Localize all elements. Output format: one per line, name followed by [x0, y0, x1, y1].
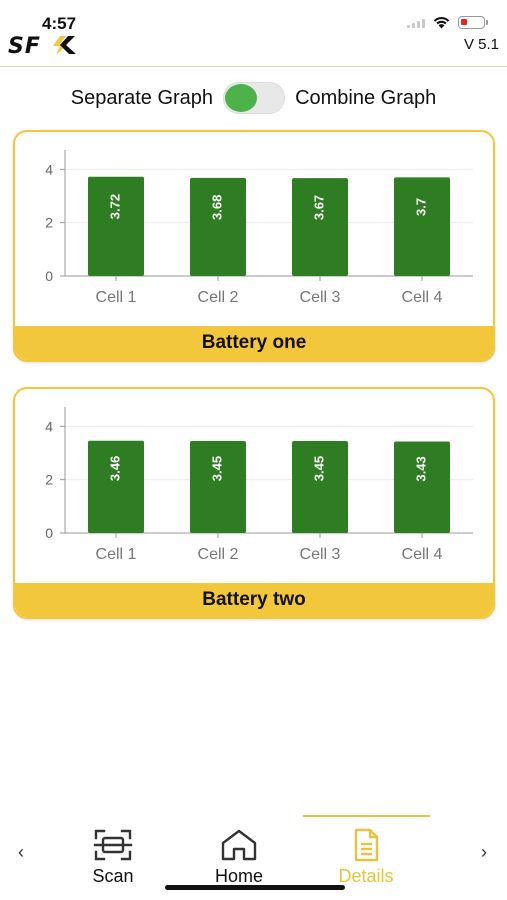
nav-details[interactable]: Details: [316, 828, 416, 887]
document-icon: [354, 828, 379, 862]
app-version: V 5.1: [463, 36, 499, 53]
nav-next-arrow[interactable]: ›: [481, 842, 487, 862]
battery-two-title: Battery two: [15, 583, 493, 617]
bar-value-label: 3.46: [107, 456, 122, 481]
x-category-label: Cell 1: [96, 289, 137, 306]
scan-icon: [93, 829, 133, 861]
bar-value-label: 3.45: [209, 456, 224, 481]
bar-cell-2[interactable]: [190, 441, 246, 533]
combine-graph-label[interactable]: Combine Graph: [295, 86, 437, 109]
x-category-label: Cell 4: [402, 546, 443, 563]
status-bar: 4:57: [0, 0, 507, 33]
nav-details-label: Details: [338, 866, 394, 886]
x-category-label: Cell 2: [198, 546, 239, 563]
x-category-label: Cell 4: [402, 289, 443, 306]
bar-cell-1[interactable]: [88, 176, 144, 276]
y-tick-label: 2: [45, 472, 53, 488]
nav-home-label: Home: [214, 866, 263, 886]
nav-scan[interactable]: Scan: [63, 828, 163, 887]
bar-cell-1[interactable]: [88, 440, 144, 533]
bar-value-label: 3.72: [107, 194, 122, 219]
bar-cell-3[interactable]: [292, 178, 348, 276]
wifi-icon: [433, 17, 450, 29]
graph-mode-toggle-row: Separate Graph Combine Graph: [0, 80, 507, 116]
cellular-signal-icon: [407, 18, 425, 28]
x-category-label: Cell 3: [300, 289, 341, 306]
bar-cell-2[interactable]: [190, 177, 246, 276]
battery-one-title: Battery one: [15, 326, 493, 360]
bar-value-label: 3.45: [311, 456, 326, 481]
bar-value-label: 3.43: [413, 456, 428, 481]
nav-scan-label: Scan: [92, 866, 134, 886]
switch-knob: [225, 84, 258, 112]
home-indicator: [165, 885, 345, 890]
home-icon: [221, 829, 257, 861]
status-icons: [407, 16, 488, 29]
y-tick-label: 0: [45, 525, 53, 541]
separate-graph-label[interactable]: Separate Graph: [70, 86, 214, 109]
battery-low-icon: [458, 16, 488, 29]
y-tick-label: 4: [45, 418, 53, 434]
x-category-label: Cell 2: [198, 289, 239, 306]
sfk-logo: SF: [8, 34, 76, 56]
bar-cell-4[interactable]: [394, 441, 450, 533]
bar-value-label: 3.67: [311, 195, 326, 220]
header-divider: [0, 66, 507, 67]
bar-value-label: 3.7: [413, 198, 428, 216]
active-tab-indicator: [303, 815, 430, 817]
status-time: 4:57: [42, 14, 77, 33]
svg-text:SF: SF: [8, 34, 41, 56]
y-tick-label: 2: [45, 215, 53, 231]
nav-home[interactable]: Home: [189, 828, 289, 887]
x-category-label: Cell 1: [96, 546, 137, 563]
bar-cell-3[interactable]: [292, 441, 348, 533]
x-category-label: Cell 3: [300, 546, 341, 563]
y-tick-label: 4: [45, 161, 53, 177]
bar-value-label: 3.68: [209, 195, 224, 220]
bar-cell-4[interactable]: [394, 177, 450, 276]
graph-mode-switch[interactable]: [223, 82, 286, 114]
nav-prev-arrow[interactable]: ‹: [18, 842, 24, 862]
y-tick-label: 0: [45, 268, 53, 284]
